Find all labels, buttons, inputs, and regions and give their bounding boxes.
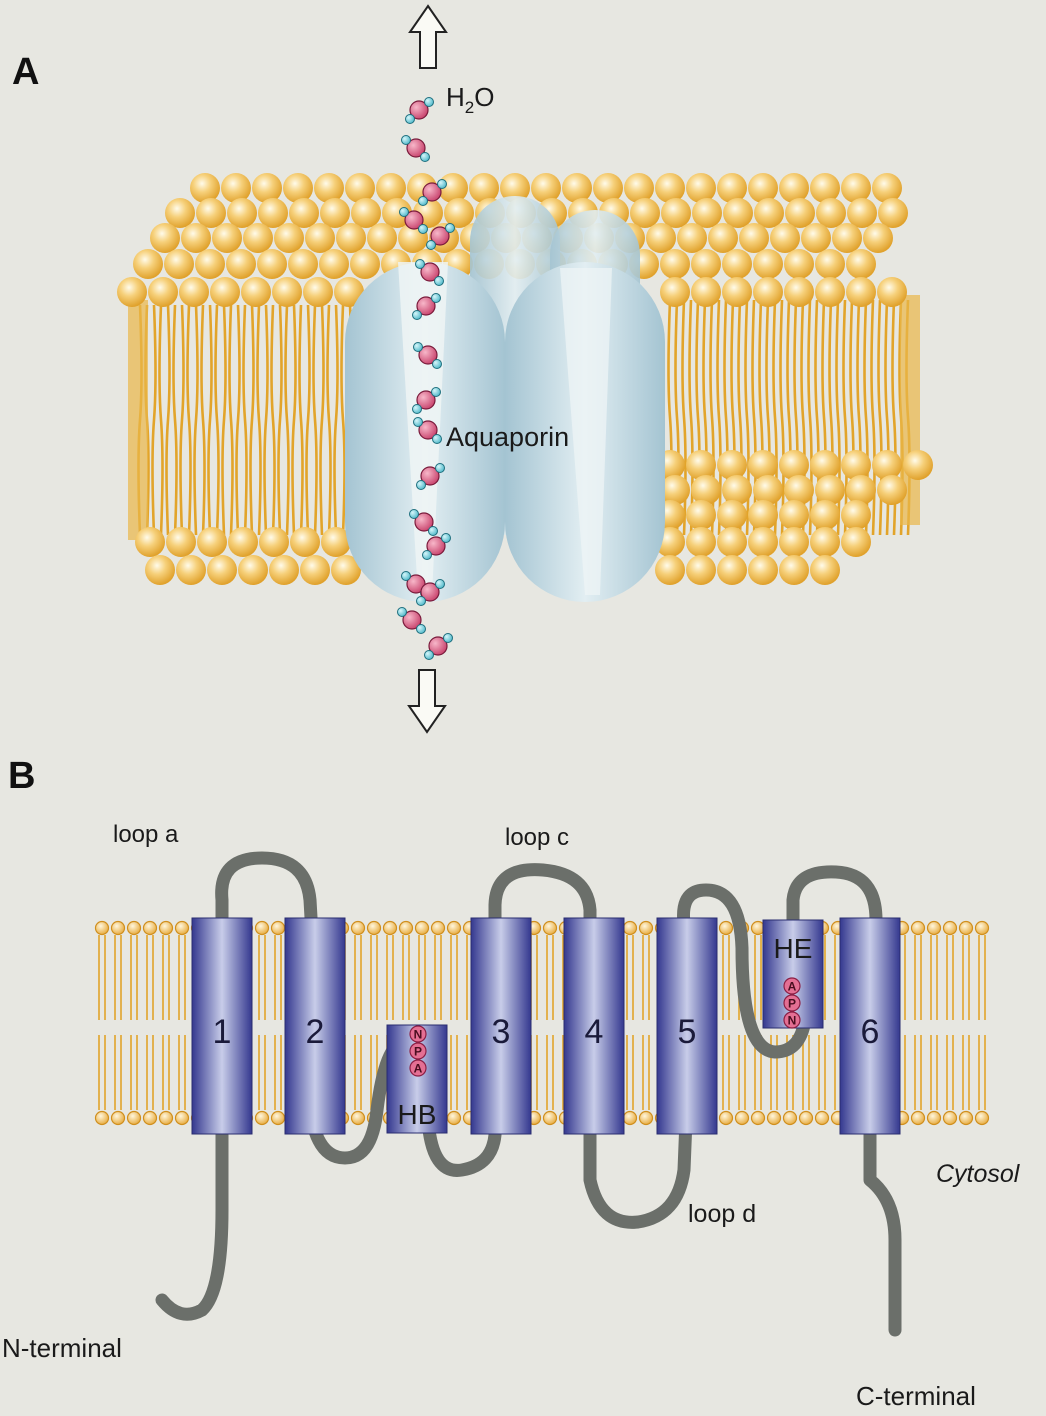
- helix-2: 2: [285, 918, 345, 1134]
- down-arrow-icon: [409, 670, 445, 732]
- helix-5: 5: [657, 918, 717, 1134]
- helix-4: 4: [564, 918, 624, 1134]
- up-arrow-icon: [410, 6, 446, 68]
- motif-residue: A: [784, 978, 800, 994]
- svg-text:A: A: [414, 1062, 423, 1076]
- water-label: H2O: [446, 82, 494, 117]
- helix-6: 6: [840, 918, 900, 1134]
- c-terminal-label: C-terminal: [856, 1381, 976, 1411]
- cytosol-label: Cytosol: [936, 1160, 1021, 1188]
- helix-label: 3: [492, 1013, 511, 1051]
- svg-text:A: A: [788, 980, 797, 994]
- motif-residue: A: [410, 1060, 426, 1076]
- loop-c-label: loop c: [505, 824, 569, 851]
- water-molecule: [425, 634, 453, 660]
- helix-label: 4: [585, 1013, 604, 1051]
- n-terminal-label: N-terminal: [2, 1333, 122, 1363]
- motif-residue: N: [410, 1026, 426, 1042]
- aquaporin-label: Aquaporin: [446, 422, 569, 452]
- svg-text:N: N: [788, 1014, 797, 1028]
- helix-label: 5: [678, 1013, 697, 1051]
- helix-label: 6: [861, 1013, 880, 1051]
- water-molecule: [402, 136, 430, 162]
- half-helix-hb-label: HB: [398, 1099, 437, 1130]
- helix-3: 3: [471, 918, 531, 1134]
- helix-label: 1: [213, 1013, 232, 1051]
- helix-1: 1: [192, 918, 252, 1134]
- water-molecule: [398, 608, 426, 634]
- motif-residue: P: [410, 1043, 426, 1059]
- svg-text:P: P: [414, 1045, 422, 1059]
- svg-text:N: N: [414, 1028, 423, 1042]
- helix-label: 2: [306, 1013, 325, 1051]
- panel-label-a: A: [12, 51, 39, 93]
- motif-residue: P: [784, 995, 800, 1011]
- motif-residue: N: [784, 1012, 800, 1028]
- svg-text:P: P: [788, 997, 796, 1011]
- half-helix-he-label: HE: [774, 933, 813, 964]
- loop-d-label: loop d: [688, 1200, 756, 1228]
- panel-label-b: B: [8, 755, 35, 797]
- water-molecule: [406, 98, 434, 124]
- loop-a-label: loop a: [113, 821, 179, 848]
